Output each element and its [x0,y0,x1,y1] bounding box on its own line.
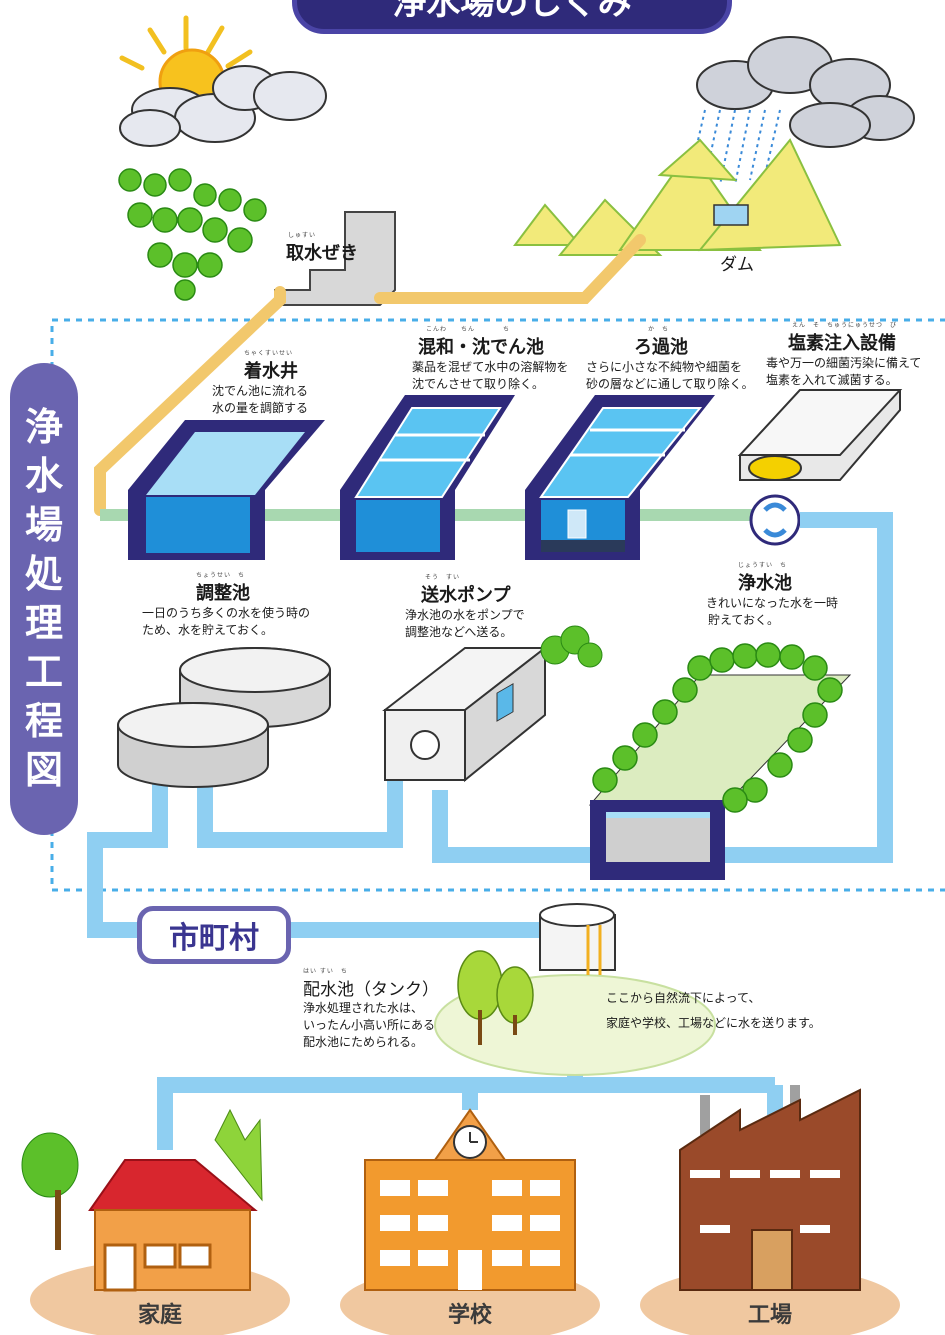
pump-label: 送水ポンプ [421,585,511,606]
chlorine-equipment-icon [737,389,903,481]
adjust-ruby: ちょうせい ち [196,572,246,579]
adjustment-reservoir-icon [117,647,331,788]
mixing-desc-1: 薬品を混ぜて水中の溶解物を [412,360,569,374]
title-banner: 浄水場のしくみ [292,0,732,34]
tank-desc-3: 配水池にためられる。 [303,1035,424,1049]
gravity-desc-1: ここから自然流下によって、 [606,991,761,1005]
mixing-desc-2: 沈でんさせて取り除く。 [412,377,545,391]
clearwell-label-group: じょうすい ち 浄水池 きれいになった水を一時 貯えておく。 [706,560,838,629]
dam-label: ダム [720,255,754,275]
gravity-desc-2: 家庭や学校、工場などに水を送ります。 [606,1016,821,1030]
home-label: 家庭 [137,1303,182,1328]
mixing-label-group: こんわ ちん ち 混和・沈でん池 薬品を混ぜて水中の溶解物を 沈でんさせて取り除… [412,324,568,393]
clearwell-desc-2: 貯えておく。 [708,613,780,627]
factory-label: 工場 [747,1303,792,1328]
adjust-desc-2: ため、水を貯えておく。 [142,623,274,637]
clearwell-desc-1: きれいになった水を一時 [706,596,839,610]
raw-water-pipe [94,234,646,516]
well-ruby: ちゃくすいせい [244,350,294,357]
well-desc-1: 沈でん池に流れる [212,384,309,398]
gravity-note-group: ここから自然流下によって、 家庭や学校、工場などに水を送ります。 [606,990,821,1032]
well-label-group: ちゃくすいせい 着水井 沈でん池に流れる 水の量を調節する [212,348,308,417]
pump-label-group: そう すい 送水ポンプ 浄水池の水をポンプで 調整池などへ送る。 [405,572,525,641]
well-label: 着水井 [244,361,298,382]
process-diagram-title: 浄水場処理工程図 [10,363,78,835]
pump-house-icon [382,625,603,783]
school-label: 学校 [447,1303,492,1328]
distribution-tank-icon [434,903,716,1076]
filter-tank-icon [525,395,715,560]
intake-label-group: しゅすい 取水ぜき [286,230,358,265]
tank-desc-2: いったん小高い所にある [303,1018,436,1032]
intake-ruby: しゅすい [288,232,317,239]
pump-desc-1: 浄水池の水をポンプで [405,608,525,622]
clearwell-label: 浄水池 [738,573,792,594]
page-title: 浄水場のしくみ [392,0,632,23]
intake-label: 取水ぜき [286,243,358,264]
filter-label-group: か ち ろ過池 さらに小さな不純物や細菌を 砂の層などに通して取り除く。 [586,324,754,393]
well-desc-2: 水の量を調節する [212,401,309,415]
adjust-label-group: ちょうせい ち 調整池 一日のうち多くの水を使う時の ため、水を貯えておく。 [142,570,310,639]
mountains-icon [513,138,842,256]
pump-desc-2: 調整池などへ送る。 [405,625,513,639]
filter-desc-1: さらに小さな不純物や細菌を [586,360,743,374]
filter-label: ろ過池 [634,337,688,358]
tank-label: 配水池（タンク） [303,980,439,1000]
chlorine-desc-1: 毒や万一の細菌汚染に備えて [766,356,922,370]
process-diagram-title-text: 浄水場処理工程図 [25,405,64,792]
mixing-label: 混和・沈でん池 [418,337,544,358]
cloud-icon [119,65,327,147]
pump-ruby: そう すい [425,574,461,581]
adjust-desc-1: 一日のうち多くの水を使う時の [142,606,311,620]
municipality-badge: 市町村 [137,906,291,964]
tank-label-group: はい すい ち 配水池（タンク） 浄水処理された水は、 いったん小高い所にある … [303,966,439,1051]
home-icon [21,1108,290,1335]
tank-desc-1: 浄水処理された水は、 [303,1001,424,1015]
dam-icon [713,204,749,226]
chlorine-label: 塩素注入設備 [788,333,896,354]
filter-desc-2: 砂の層などに通して取り除く。 [586,377,754,391]
chlorine-ruby: えん そ ちゅうにゅうせつ び [792,322,898,329]
school-icon [340,1108,600,1335]
clear-well-icon [588,642,852,880]
filter-ruby: か ち [648,326,670,333]
mixing-tank-icon [340,395,515,560]
chlorine-pump-icon [749,494,801,546]
well-tank-icon [128,420,325,560]
clearwell-ruby: じょうすい ち [738,562,788,569]
tank-ruby: はい すい ち [303,968,348,975]
mixing-ruby: こんわ ちん ち [426,326,511,333]
factory-icon [640,1085,900,1335]
forest-icon [118,168,267,301]
rain-cloud-icon [696,36,915,148]
intake-weir-icon [274,211,396,306]
adjust-label: 調整池 [196,583,250,604]
chlorine-label-group: えん そ ちゅうにゅうせつ び 塩素注入設備 毒や万一の細菌汚染に備えて 塩素を… [766,320,921,389]
chlorine-desc-2: 塩素を入れて滅菌する。 [766,373,898,387]
